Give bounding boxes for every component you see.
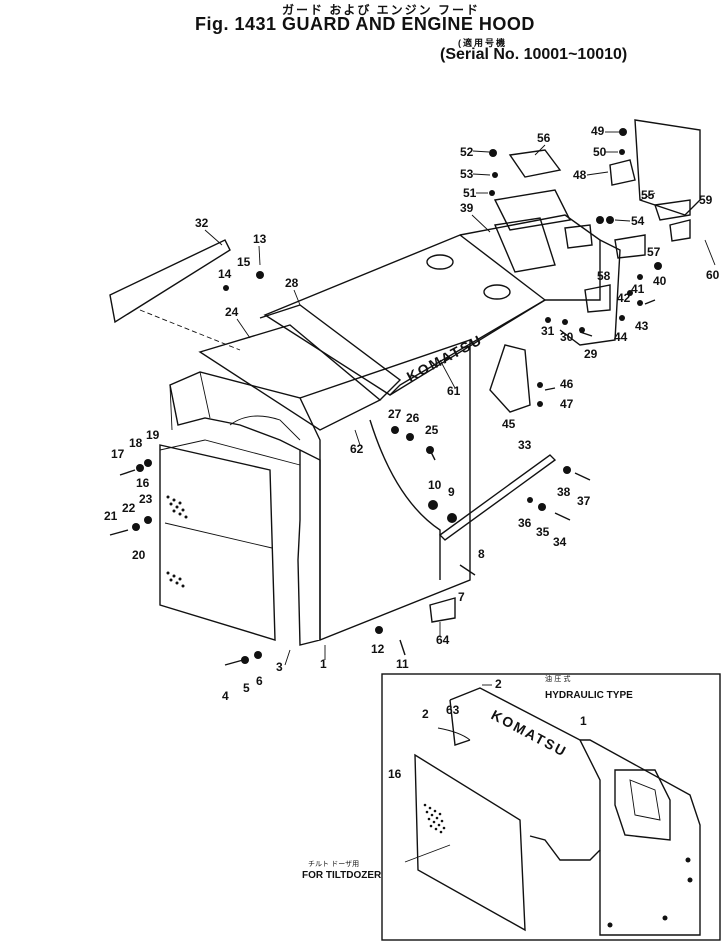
radiator-guard-panels xyxy=(159,439,301,641)
inset-part-label-2a: 2 xyxy=(495,677,502,691)
part-label-7: 7 xyxy=(458,590,465,604)
part-label-12: 12 xyxy=(371,642,385,656)
part-label-42: 42 xyxy=(617,291,631,305)
part-label-49: 49 xyxy=(591,124,605,138)
part-label-62: 62 xyxy=(350,442,364,456)
part-label-17: 17 xyxy=(111,447,125,461)
part-label-34: 34 xyxy=(553,535,567,549)
part-label-45: 45 xyxy=(502,417,516,431)
part-label-28: 28 xyxy=(285,276,299,290)
part-label-3: 3 xyxy=(276,660,283,674)
plate-57 xyxy=(614,234,646,259)
part-label-43: 43 xyxy=(635,319,649,333)
part-label-10: 10 xyxy=(428,478,442,492)
part-label-54: 54 xyxy=(631,214,645,228)
engine-hood-shell xyxy=(169,339,471,646)
part-label-30: 30 xyxy=(560,330,574,344)
part-label-46: 46 xyxy=(560,377,574,391)
part-label-31: 31 xyxy=(541,324,555,338)
part-label-8: 8 xyxy=(478,547,485,561)
part-label-22: 22 xyxy=(122,501,136,515)
hydraulic-type-inset: 油 圧 式 HYDRAULIC TYPE 2 2 63 1 16 KOMATSU… xyxy=(302,673,721,941)
part-label-56: 56 xyxy=(537,131,551,145)
bolts xyxy=(109,299,656,666)
figure-title: Fig. 1431 GUARD AND ENGINE HOOD xyxy=(195,14,535,34)
part-label-60: 60 xyxy=(706,268,720,282)
curved-cover xyxy=(259,304,402,401)
part-label-51: 51 xyxy=(463,186,477,200)
part-label-24: 24 xyxy=(225,305,239,319)
part-label-29: 29 xyxy=(584,347,598,361)
part-label-39: 39 xyxy=(460,201,474,215)
figure-title-japanese: ガード および エンジン フード xyxy=(282,3,481,17)
part-label-37: 37 xyxy=(577,494,591,508)
tiltdozer-label: FOR TILTDOZER xyxy=(302,870,382,881)
part-label-58: 58 xyxy=(597,269,611,283)
part-label-40: 40 xyxy=(653,274,667,288)
part-label-23: 23 xyxy=(139,492,153,506)
part-label-27: 27 xyxy=(388,407,402,421)
part-label-41: 41 xyxy=(631,282,645,296)
part-label-5: 5 xyxy=(243,681,250,695)
part-label-11: 11 xyxy=(396,657,409,671)
part-label-20: 20 xyxy=(132,548,146,562)
inset-part-label-2b: 2 xyxy=(422,707,429,721)
part-label-16: 16 xyxy=(136,476,150,490)
serial-note-japanese: (適用号機 xyxy=(458,38,507,48)
leader-lines xyxy=(204,131,716,666)
part-label-38: 38 xyxy=(557,485,571,499)
part-label-64: 64 xyxy=(436,633,450,647)
part-label-21: 21 xyxy=(104,509,118,523)
part-label-4: 4 xyxy=(222,689,229,703)
inset-part-label-16: 16 xyxy=(388,767,402,781)
fasteners xyxy=(132,128,662,664)
part-label-48: 48 xyxy=(573,168,587,182)
part-label-14: 14 xyxy=(218,267,232,281)
plate-58 xyxy=(584,284,611,313)
inset-part-label-1: 1 xyxy=(580,714,587,728)
part-label-44: 44 xyxy=(614,330,628,344)
plate-64 xyxy=(429,597,456,623)
part-label-9: 9 xyxy=(448,485,455,499)
inset-label-japanese: 油 圧 式 xyxy=(545,674,570,683)
tiltdozer-label-japanese: チルト ドーザ用 xyxy=(308,860,359,868)
part-label-47: 47 xyxy=(560,397,574,411)
top-cover xyxy=(198,324,382,431)
part-label-33: 33 xyxy=(518,438,532,452)
inset-type-label: HYDRAULIC TYPE xyxy=(545,690,633,701)
part-number-labels: 1 3 4 5 6 7 8 9 10 11 12 13 14 15 16 17 … xyxy=(104,124,720,703)
part-label-15: 15 xyxy=(237,255,251,269)
part-label-19: 19 xyxy=(146,428,160,442)
part-label-13: 13 xyxy=(253,232,267,246)
cover-plate xyxy=(508,149,562,178)
part-label-59: 59 xyxy=(699,193,713,207)
plate-48 xyxy=(609,159,636,186)
inspection-cover xyxy=(493,189,572,231)
part-label-36: 36 xyxy=(518,516,532,530)
bracket xyxy=(489,344,531,413)
part-label-6: 6 xyxy=(256,674,263,688)
side-plate xyxy=(109,239,231,324)
part-label-53: 53 xyxy=(460,167,474,181)
part-label-55: 55 xyxy=(641,188,655,202)
part-label-32: 32 xyxy=(195,216,209,230)
part-label-50: 50 xyxy=(593,145,607,159)
engine-hood-top xyxy=(263,214,621,396)
part-label-61: 61 xyxy=(447,384,461,398)
plate-59 xyxy=(669,219,691,242)
inset-part-label-63: 63 xyxy=(446,703,460,717)
part-label-25: 25 xyxy=(425,423,439,437)
part-label-18: 18 xyxy=(129,436,143,450)
serial-range: (Serial No. 10001~10010) xyxy=(440,46,628,63)
part-label-52: 52 xyxy=(460,145,474,159)
side-rail-plate xyxy=(438,454,557,541)
part-label-57: 57 xyxy=(647,245,661,259)
part-label-35: 35 xyxy=(536,525,550,539)
part-label-26: 26 xyxy=(406,411,420,425)
muffler-cover-box xyxy=(634,119,701,216)
inset-brand-logo: KOMATSU xyxy=(489,707,570,760)
part-label-1: 1 xyxy=(320,657,327,671)
